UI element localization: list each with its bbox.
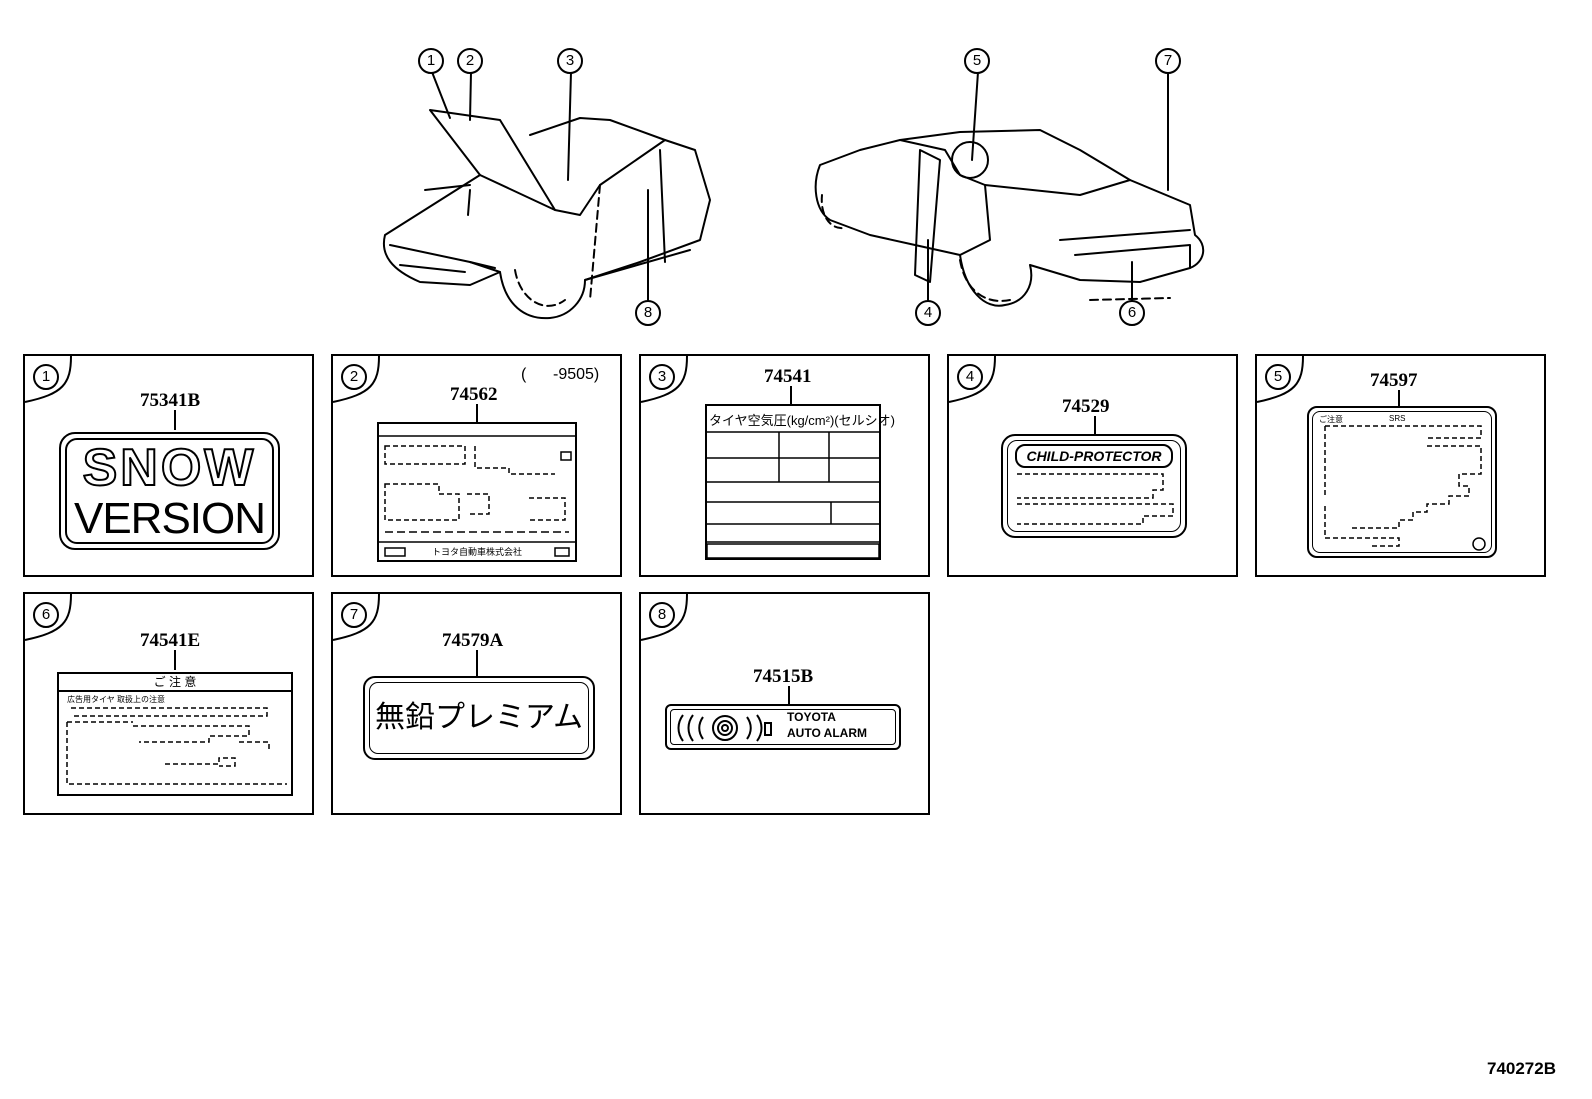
part-number: 74529 [1062, 396, 1110, 417]
panel-corner-notch [24, 355, 176, 430]
panel-callout-8[interactable]: 8 [649, 602, 675, 628]
srs-airbag-label: ご注意 SRS [1307, 406, 1497, 558]
unleaded-premium-label: 無鉛プレミアム [363, 676, 595, 760]
part-number: 74541E [140, 630, 201, 651]
panel-corner-notch [948, 355, 1096, 434]
panel-5: 5 74597 ご注意 SRS [1255, 354, 1546, 577]
part-number: 74541 [764, 366, 812, 387]
auto-alarm-label: TOYOTA AUTO ALARM [665, 704, 901, 750]
tire-caution-lines [66, 707, 287, 785]
srs-label-right: SRS [1389, 414, 1406, 423]
tire-pressure-label: タイヤ空気圧(kg/cm²)(セルシオ) [705, 404, 895, 560]
tire-caution-subtitle: 広告用タイヤ 取扱上の注意 [67, 695, 165, 704]
part-number: 74515B [753, 666, 814, 687]
panel-callout-3[interactable]: 3 [649, 364, 675, 390]
overview-callout-3[interactable]: 3 [557, 48, 583, 74]
alarm-brand-text: TOYOTA [787, 710, 836, 724]
alarm-waves-icon [677, 714, 772, 742]
date-range: ( -9505) [521, 366, 600, 383]
overview-callout-4[interactable]: 4 [915, 300, 941, 326]
panel-7: 7 74579A 無鉛プレミアム [331, 592, 622, 815]
panel-corner-notch [640, 355, 792, 404]
overview-callout-8[interactable]: 8 [635, 300, 661, 326]
child-protector-lines [1017, 473, 1174, 525]
unleaded-premium-text: 無鉛プレミアム [375, 700, 583, 735]
panel-6: 6 74541E ご 注 意 広告用タイヤ 取扱上の注意 [23, 592, 314, 815]
panel-callout-7[interactable]: 7 [341, 602, 367, 628]
overview-callout-6[interactable]: 6 [1119, 300, 1145, 326]
part-number: 74597 [1370, 370, 1418, 391]
panel-corner-notch [332, 355, 478, 422]
part-number: 74579A [442, 630, 504, 651]
panel-callout-5[interactable]: 5 [1265, 364, 1291, 390]
panel-callout-6[interactable]: 6 [33, 602, 59, 628]
emission-label: トヨタ自動車株式会社 [377, 422, 577, 562]
emission-label-lines [379, 435, 575, 557]
label-line-version: VERSION [73, 494, 266, 543]
panel-corner-notch [640, 593, 790, 704]
tire-pressure-grid [706, 431, 880, 559]
part-number: 75341B [140, 390, 201, 411]
tire-caution-label: ご 注 意 広告用タイヤ 取扱上の注意 [57, 672, 293, 796]
overview-callout-7[interactable]: 7 [1155, 48, 1181, 74]
front-car-drawing [382, 109, 711, 320]
rear-car-drawing [814, 129, 1205, 307]
overview-callout-5[interactable]: 5 [964, 48, 990, 74]
panel-1: 1 75341B SNOW VERSION [23, 354, 314, 577]
child-protector-title: CHILD-PROTECTOR [1015, 444, 1173, 468]
srs-label-lines [1324, 425, 1486, 551]
label-footer-text: トヨタ自動車株式会社 [431, 547, 522, 557]
label-line-snow: SNOW [82, 439, 257, 497]
panel-callout-2[interactable]: 2 [341, 364, 367, 390]
panel-corner-notch [332, 593, 478, 676]
panel-corner-notch [1256, 355, 1400, 408]
tire-caution-title: ご 注 意 [59, 674, 291, 692]
overview-callout-1[interactable]: 1 [418, 48, 444, 74]
panel-2: 2 ( -9505) 74562 トヨタ自動車株式会社 [331, 354, 622, 577]
panel-callout-1[interactable]: 1 [33, 364, 59, 390]
panel-callout-4[interactable]: 4 [957, 364, 983, 390]
snow-version-label: SNOW VERSION [59, 432, 280, 550]
part-number: 74562 [450, 384, 498, 405]
vehicle-overview-drawing [382, 71, 1205, 320]
panel-4: 4 74529 CHILD-PROTECTOR [947, 354, 1238, 577]
panel-3: 3 74541 タイヤ空気圧(kg/cm²)(セルシオ) [639, 354, 930, 577]
panel-corner-notch [24, 593, 176, 670]
srs-label-left: ご注意 [1319, 415, 1343, 424]
diagram-code: 740272B [1486, 1059, 1556, 1078]
tire-pressure-title: タイヤ空気圧(kg/cm²)(セルシオ) [709, 413, 895, 428]
panel-8: 8 74515B TOYOTA AUTO ALARM [639, 592, 930, 815]
alarm-name-text: AUTO ALARM [787, 726, 867, 740]
child-protector-label: CHILD-PROTECTOR [1001, 434, 1187, 538]
overview-callout-2[interactable]: 2 [457, 48, 483, 74]
